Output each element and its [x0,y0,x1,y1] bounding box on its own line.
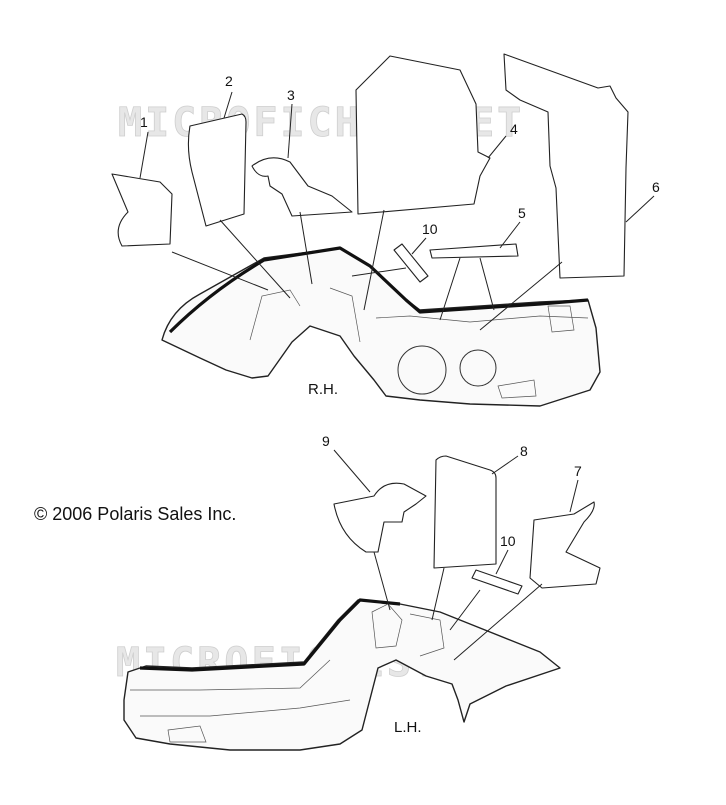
callout-1: 1 [140,114,148,130]
callout-10-top: 10 [422,221,438,237]
callout-8: 8 [520,443,528,459]
side-label-rh: R.H. [308,381,338,398]
callout-2: 2 [225,73,233,89]
callout-10-bottom: 10 [500,533,516,549]
callout-4: 4 [510,121,518,137]
part-1-shape [111,173,173,247]
lh-fender-rim [139,598,401,672]
part-8-shape [433,455,497,569]
side-label-lh: L.H. [394,719,422,736]
part-2-shape [187,113,247,227]
part-6-shape [503,53,629,279]
copyright-notice: © 2006 Polaris Sales Inc. [34,504,237,524]
callout-9: 9 [322,433,330,449]
callout-5: 5 [518,205,526,221]
part-7-shape [529,501,601,589]
part-10-bottom-shape [471,569,523,595]
part-3-shape [251,157,353,217]
callout-3: 3 [287,87,295,103]
callout-6: 6 [652,179,660,195]
callout-7: 7 [574,463,582,479]
part-4-shape [355,55,491,215]
part-5-shape [429,243,519,259]
rh-fender-rim [168,246,589,334]
part-9-shape [333,482,427,553]
part-10-top-shape [393,243,429,283]
